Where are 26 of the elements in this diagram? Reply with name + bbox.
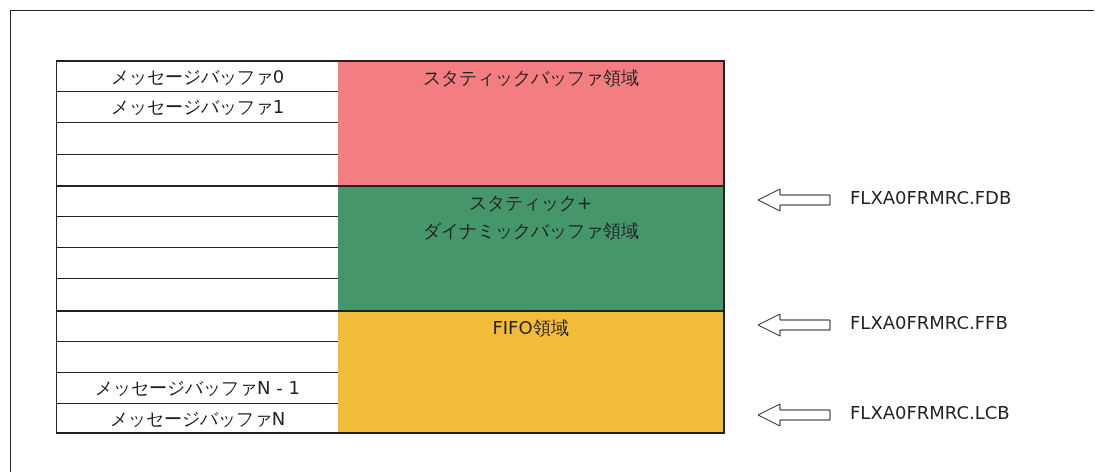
buffer-row [56, 247, 338, 279]
block-arrow [757, 313, 831, 337]
buffer-label: メッセージバッファ1 [109, 95, 286, 120]
buffer-row [56, 403, 338, 435]
region-label: スタティック+ダイナミックバッファ領域 [421, 190, 640, 243]
buffer-row [56, 60, 338, 92]
register-label: FLXA0FRMRC.FFB [850, 312, 1008, 338]
buffer-label: メッセージバッファN - 1 [94, 376, 301, 400]
region-label: FIFO領域 [491, 315, 570, 340]
memory-region [338, 309, 725, 435]
register-label: FLXA0FRMRC.FDB [850, 187, 1012, 213]
region-label: スタティックバッファ領域 [421, 66, 640, 90]
buffer-row [56, 216, 338, 248]
block-arrow [757, 403, 831, 427]
buffer-label: メッセージバッファN [108, 407, 287, 432]
buffer-row [56, 278, 338, 310]
memory-region [338, 60, 725, 185]
buffer-row [56, 91, 338, 123]
block-arrow [757, 188, 831, 212]
buffer-row [56, 340, 338, 372]
buffer-label: メッセージバッファ0 [109, 65, 286, 89]
buffer-row [56, 153, 338, 185]
memory-region [338, 184, 725, 310]
buffer-row [56, 372, 338, 404]
register-label: FLXA0FRMRC.LCB [850, 402, 1010, 428]
buffer-row [56, 122, 338, 154]
